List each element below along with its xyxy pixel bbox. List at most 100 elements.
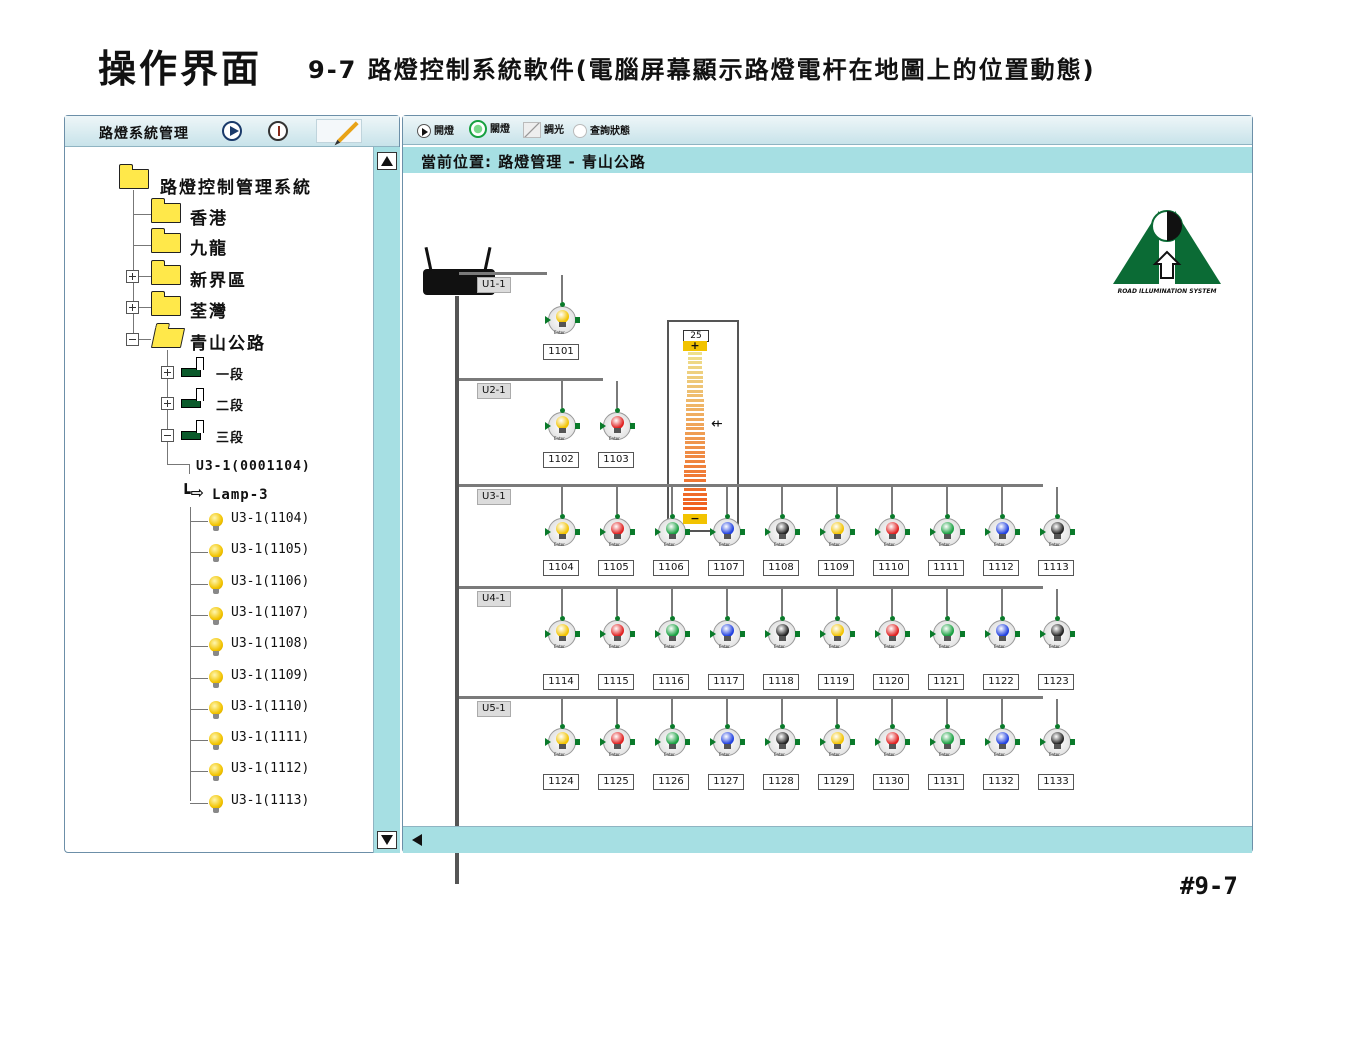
- streetlamp-icon[interactable]: Enter: [765, 724, 800, 762]
- streetlamp-icon[interactable]: Enter: [1040, 724, 1075, 762]
- expand-button[interactable]: [126, 270, 139, 283]
- tree-item-segment-3[interactable]: 三段: [216, 431, 245, 446]
- lights-off-button[interactable]: 關燈: [469, 120, 510, 138]
- tree-lamp-item[interactable]: U3-1(1109): [231, 667, 310, 683]
- tree-lamp-item[interactable]: U3-1(1105): [231, 542, 310, 558]
- collapse-button[interactable]: [126, 333, 139, 346]
- dimmer-minus-button[interactable]: −: [683, 513, 707, 524]
- page-subtitle: 9-7 路燈控制系統軟件(電腦屏幕顯示路燈電杆在地圖上的位置動態): [308, 56, 1096, 84]
- edit-button[interactable]: [316, 119, 362, 143]
- streetlamp-icon[interactable]: Enter: [985, 514, 1020, 552]
- streetlamp-icon[interactable]: Enter: [985, 616, 1020, 654]
- tree-item-group[interactable]: Lamp-3: [212, 487, 269, 503]
- tree-toolbar: 路燈系統管理: [65, 116, 399, 147]
- streetlamp-icon[interactable]: Enter: [1040, 514, 1075, 552]
- tree-lamp-item[interactable]: U3-1(1113): [231, 792, 310, 808]
- scroll-down-button[interactable]: [377, 831, 397, 849]
- tree-lamp-item[interactable]: U3-1(1104): [231, 511, 310, 526]
- tree-root[interactable]: 路燈控制管理系統: [160, 178, 312, 198]
- streetlamp-icon[interactable]: Enter: [985, 724, 1020, 762]
- lamp-id-label: 1125: [598, 774, 634, 790]
- streetlamp-icon[interactable]: Enter: [545, 302, 580, 340]
- tree-vertical-scrollbar[interactable]: [373, 147, 400, 853]
- lamp-id-label: 1110: [873, 560, 909, 576]
- pencil-icon: [337, 121, 359, 143]
- streetlamp-icon[interactable]: Enter: [930, 616, 965, 654]
- tree-lamp-item[interactable]: U3-1(1112): [231, 761, 310, 777]
- streetlamp-icon[interactable]: Enter: [710, 616, 745, 654]
- lamp-id-label: 1118: [763, 674, 799, 690]
- streetlamp-icon[interactable]: Enter: [655, 724, 690, 762]
- dim-button[interactable]: 調光: [523, 121, 564, 138]
- lamp-id-label: 1107: [708, 560, 744, 576]
- tree-item-kowloon[interactable]: 九龍: [190, 239, 228, 259]
- streetlamp-icon[interactable]: Enter: [820, 724, 855, 762]
- lamp-id-label: 1129: [818, 774, 854, 790]
- expand-button[interactable]: [161, 397, 174, 410]
- tree-item-segment-2[interactable]: 二段: [216, 399, 245, 414]
- collapse-button[interactable]: [161, 429, 174, 442]
- streetlamp-icon[interactable]: Enter: [545, 408, 580, 446]
- streetlamp-icon[interactable]: Enter: [655, 514, 690, 552]
- streetlamp-icon[interactable]: Enter: [820, 616, 855, 654]
- expand-button[interactable]: [161, 366, 174, 379]
- scroll-left-button[interactable]: [409, 831, 429, 849]
- lamp-drop-line: [946, 699, 948, 724]
- streetlamp-icon[interactable]: Enter: [875, 724, 910, 762]
- folder-icon: [119, 164, 149, 189]
- map-horizontal-scrollbar[interactable]: [403, 826, 1252, 853]
- play-icon: [230, 126, 239, 136]
- scroll-up-button[interactable]: [377, 152, 397, 170]
- streetlamp-icon[interactable]: Enter: [820, 514, 855, 552]
- dimmer-slider[interactable]: 25 + − ⇷: [667, 320, 739, 532]
- tree-item-castlepeakroad[interactable]: 青山公路: [190, 334, 266, 354]
- dimmer-step: [683, 497, 707, 501]
- tree-item-segment-1[interactable]: 一段: [216, 368, 245, 383]
- streetlamp-icon[interactable]: Enter: [930, 724, 965, 762]
- dimmer-handle-icon[interactable]: ⇷: [711, 416, 723, 432]
- streetlamp-icon[interactable]: Enter: [545, 616, 580, 654]
- page-title: 操作界面: [98, 47, 263, 91]
- tree-lamp-item[interactable]: U3-1(1111): [231, 730, 310, 746]
- streetlamp-icon[interactable]: Enter: [600, 408, 635, 446]
- tree-lamp-item[interactable]: U3-1(1108): [231, 636, 310, 652]
- tree-item-hongkong[interactable]: 香港: [190, 209, 228, 229]
- tree-line: [190, 521, 208, 522]
- streetlamp-icon[interactable]: Enter: [655, 616, 690, 654]
- lights-on-button[interactable]: 開燈: [417, 122, 454, 138]
- play-button[interactable]: [222, 121, 242, 141]
- dimmer-plus-button[interactable]: +: [683, 340, 707, 351]
- lamp-id-label: 1130: [873, 774, 909, 790]
- streetlamp-icon[interactable]: Enter: [545, 514, 580, 552]
- streetlamp-icon[interactable]: Enter: [1040, 616, 1075, 654]
- tree-line: [167, 442, 168, 464]
- streetlamp-icon[interactable]: Enter: [930, 514, 965, 552]
- segment-icon: [181, 357, 204, 377]
- streetlamp-icon[interactable]: Enter: [765, 514, 800, 552]
- streetlamp-icon[interactable]: Enter: [600, 724, 635, 762]
- lightbulb-icon: [209, 544, 223, 563]
- tree-lamp-item[interactable]: U3-1(1110): [231, 698, 310, 714]
- dimmer-step: [687, 366, 703, 370]
- streetlamp-icon[interactable]: Enter: [875, 514, 910, 552]
- expand-button[interactable]: [126, 301, 139, 314]
- dimmer-step: [686, 399, 704, 402]
- streetlamp-icon[interactable]: Enter: [545, 724, 580, 762]
- query-status-button[interactable]: 查詢狀態: [573, 122, 630, 138]
- streetlamp-icon[interactable]: Enter: [875, 616, 910, 654]
- segment-icon: [181, 388, 204, 408]
- streetlamp-icon[interactable]: Enter: [710, 514, 745, 552]
- tree-lamp-item[interactable]: U3-1(1106): [231, 573, 310, 589]
- tree-item-newterritories[interactable]: 新界區: [190, 271, 247, 291]
- tree-item-tsuenwan[interactable]: 荃灣: [190, 302, 228, 322]
- dimmer-step: [683, 507, 707, 511]
- power-dial-button[interactable]: [268, 121, 288, 141]
- streetlamp-icon[interactable]: Enter: [600, 514, 635, 552]
- streetlamp-icon[interactable]: Enter: [600, 616, 635, 654]
- lamp-id-label: 1116: [653, 674, 689, 690]
- tree-lamp-item[interactable]: U3-1(1107): [231, 604, 310, 620]
- streetlamp-icon[interactable]: Enter: [710, 724, 745, 762]
- streetlamp-icon[interactable]: Enter: [765, 616, 800, 654]
- tree-item-unit[interactable]: U3-1(0001104): [196, 459, 311, 474]
